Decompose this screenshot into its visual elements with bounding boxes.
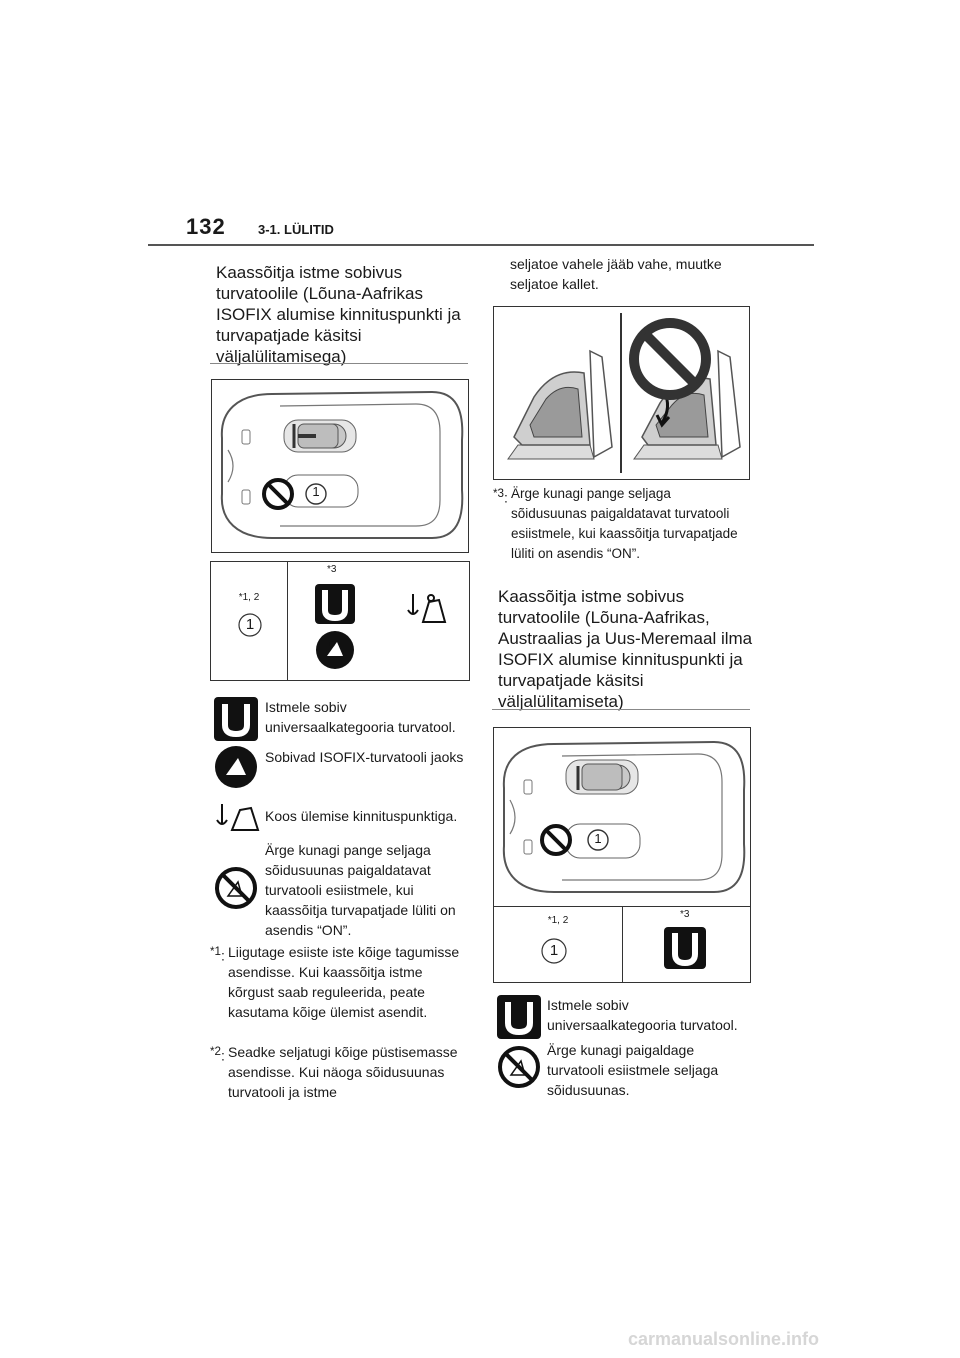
top-tether-anchor-icon	[405, 588, 449, 628]
legend-top-tether-icon	[214, 800, 262, 834]
seat-number-circle: 1	[237, 612, 263, 638]
legend-no-rear-facing-icon	[497, 1045, 541, 1089]
left-heading: Kaassõitja istme sobivus turvatoolile (L…	[216, 263, 461, 366]
footnote-1: *1: Liigutage esiiste iste kõige tagumis…	[210, 944, 460, 1020]
right-heading-rule	[492, 709, 750, 710]
table-divider	[622, 907, 623, 982]
legend-text: Ärge kunagi pange seljaga sõidusuunas pa…	[265, 842, 456, 938]
legend-text: Sobivad ISOFIX-turvatooli jaoks	[265, 749, 464, 765]
legend-text: Istmele sobiv universaalkategooria turva…	[547, 997, 738, 1033]
left-heading-rule	[210, 363, 468, 364]
seat-number-circle: 1	[540, 937, 568, 965]
legend-universal-icon	[214, 697, 258, 741]
legend-universal-icon	[497, 995, 541, 1039]
right-car-figure: 1	[493, 727, 751, 908]
watermark: carmanualsonline.info	[628, 1329, 820, 1349]
left-car-figure: 1	[211, 379, 469, 553]
car-top-view-illustration	[220, 390, 464, 539]
car-top-view-illustration	[502, 740, 746, 893]
section-title: 3-1. LÜLITID	[258, 222, 334, 237]
universal-u-icon	[664, 927, 706, 969]
footnote-2: *2: Seadke seljatugi kõige püstisemasse …	[210, 1044, 458, 1100]
header-rule	[148, 244, 814, 246]
table-header-col2: *3	[327, 564, 337, 575]
table-header-col2: *3	[680, 909, 690, 920]
table-header-col1: *1, 2	[238, 592, 260, 603]
page-number: 132	[186, 214, 226, 239]
legend-text: Ärge kunagi paigaldage turvatooli esiist…	[547, 1042, 719, 1098]
seat-position-label: 1	[594, 831, 602, 846]
legend-text: Istmele sobiv universaalkategooria turva…	[265, 699, 456, 735]
seatback-gap-figure	[493, 306, 750, 480]
footnote-2-continuation: seljatoe vahele jääb vahe, muutke seljat…	[510, 256, 722, 292]
right-suitability-table: *1, 2 1 *3	[493, 906, 751, 983]
isofix-seat-icon	[315, 630, 355, 670]
universal-u-icon	[315, 584, 355, 624]
right-heading: Kaassõitja istme sobivus turvatoolile (L…	[498, 587, 753, 711]
child-seat-illustration	[507, 313, 741, 473]
table-header-col1: *1, 2	[547, 915, 569, 926]
footnote-3: *3: Ärge kunagi pange seljaga sõidusuuna…	[493, 486, 738, 561]
legend-no-rear-facing-icon	[214, 866, 258, 910]
legend-text: Koos ülemise kinnituspunktiga.	[265, 808, 458, 824]
legend-isofix-icon	[214, 745, 258, 789]
left-suitability-table: *1, 2 1 *3	[210, 561, 470, 681]
seat-position-label: 1	[312, 484, 320, 499]
table-divider	[287, 562, 288, 680]
